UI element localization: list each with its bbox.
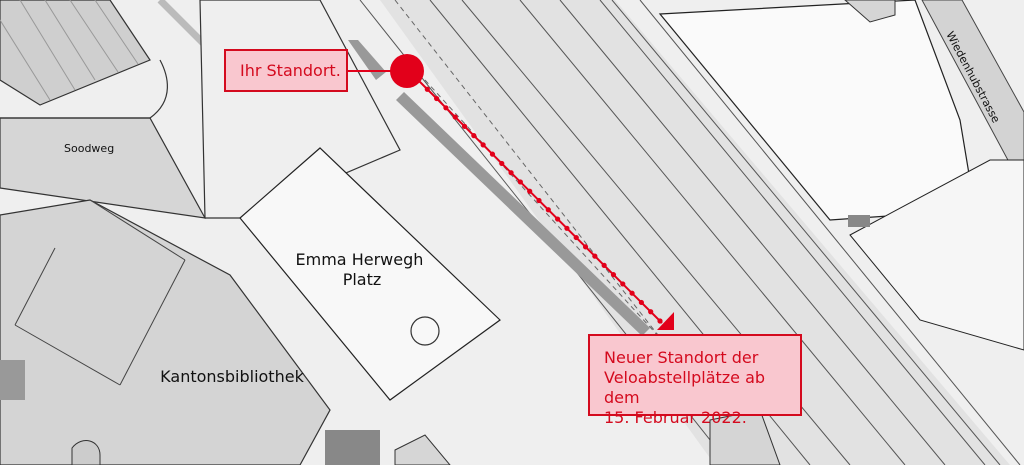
plaza-label-line2: Platz — [343, 270, 382, 289]
new-location-callout: Neuer Standort der Veloabstellplätze ab … — [588, 334, 802, 427]
bike-rack-new — [396, 92, 650, 336]
plaza-area — [239, 147, 501, 401]
structure — [71, 440, 101, 465]
curb — [149, 59, 168, 119]
location-dot-icon — [390, 54, 424, 88]
route-dot — [424, 86, 430, 92]
plaza-label-line1: Emma Herwegh — [296, 250, 424, 269]
route-dot — [489, 151, 496, 157]
route-dot — [555, 216, 561, 222]
fountain — [410, 316, 440, 346]
library-label: Kantonsbibliothek — [160, 367, 304, 386]
street-label-soodweg: Soodweg — [64, 142, 114, 155]
route-dot — [545, 207, 551, 213]
route-dot — [434, 95, 440, 102]
route-dot — [508, 170, 514, 176]
current-location-callout: Ihr Standort. — [224, 49, 348, 92]
route-dot — [480, 142, 486, 148]
street-wiedenhub — [921, 0, 1024, 191]
route-dots — [415, 77, 663, 324]
route-dot — [517, 179, 523, 185]
route-dot — [610, 272, 617, 278]
stairs — [848, 215, 870, 227]
parcel — [849, 159, 1024, 351]
route-dot — [564, 225, 570, 231]
building — [394, 434, 451, 465]
route-dot — [638, 299, 644, 306]
route-dot — [620, 281, 626, 287]
hatch-lines — [0, 0, 139, 101]
route-dot — [452, 114, 458, 120]
route-dot — [648, 309, 654, 315]
railway-corridor — [380, 0, 1010, 465]
route-line — [409, 71, 663, 324]
route-dot — [536, 197, 542, 204]
library-roof-lines — [14, 199, 186, 386]
plaza-label: Emma Herwegh Platz — [296, 250, 429, 289]
route-dot — [499, 160, 505, 167]
platform-edge — [424, 79, 681, 361]
building — [844, 0, 896, 23]
route-dot — [601, 262, 607, 268]
route-dot — [657, 318, 663, 324]
route-dot — [527, 188, 533, 194]
route-dot — [461, 123, 468, 129]
route-dot — [582, 244, 589, 250]
route-dot — [592, 253, 598, 259]
route-dot — [471, 133, 477, 139]
stairs — [325, 430, 380, 465]
route-dot — [629, 290, 635, 296]
route-dot — [443, 105, 449, 111]
stairs — [0, 360, 25, 400]
triangle-marker-icon — [657, 312, 674, 330]
route-dot — [573, 234, 579, 241]
